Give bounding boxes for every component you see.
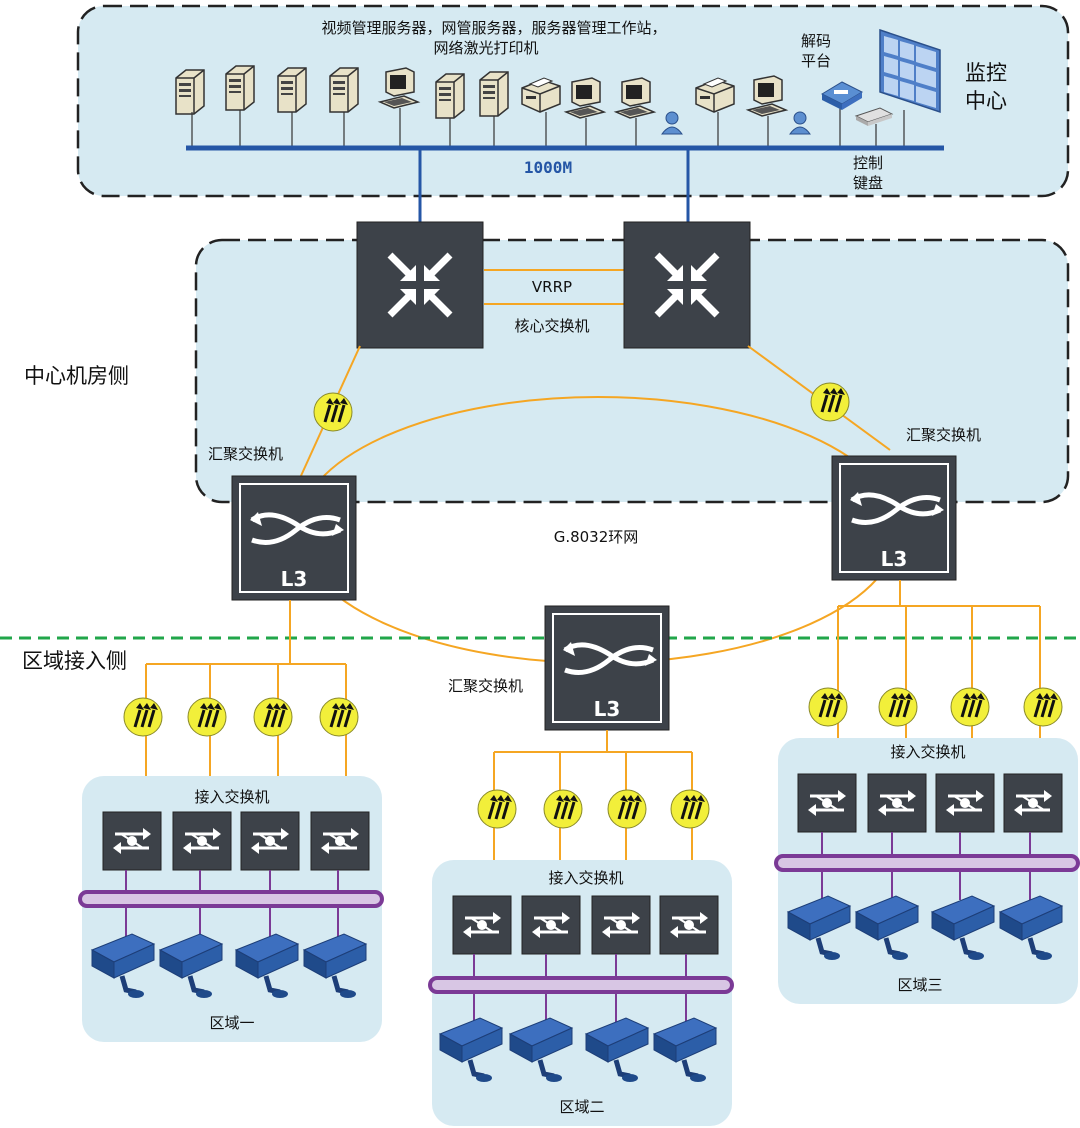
zone-2-camera-bus xyxy=(428,976,734,994)
workstation-icon xyxy=(747,75,787,117)
keyboard-label-line1: 控制 xyxy=(853,154,883,172)
access-switch-icon xyxy=(239,810,301,872)
zone-1-links xyxy=(145,600,347,776)
fiber-transceiver-icon xyxy=(1022,686,1064,728)
fiber-transceiver-icon xyxy=(476,788,518,830)
bus-speed-label: 1000M xyxy=(524,158,572,177)
core-switch-right xyxy=(623,221,751,349)
server-icon xyxy=(329,67,359,113)
access-switch-icon xyxy=(934,772,996,834)
access-switch-icon xyxy=(309,810,371,872)
agg-switch-middle: L3 xyxy=(544,605,670,731)
database-server-icon xyxy=(277,67,307,113)
zone-3-switch-bus-links xyxy=(821,832,1031,900)
agg-right-label: 汇聚交换机 xyxy=(906,426,981,444)
zone-1-name: 区域一 xyxy=(209,1014,254,1032)
zone-2-access-label: 接入交换机 xyxy=(548,869,623,887)
fiber-transceiver-icon xyxy=(542,788,584,830)
center-label-line2: 中心 xyxy=(965,89,1007,113)
fiber-transceiver-icon xyxy=(606,788,648,830)
decoder-platform-icon xyxy=(820,81,864,110)
servers-label-line1: 视频管理服务器，网管服务器，服务器管理工作站， xyxy=(321,19,666,37)
fiber-transceiver-icon xyxy=(949,686,991,728)
fiber-transceiver-icon xyxy=(312,391,354,433)
control-keyboard-icon xyxy=(854,107,894,126)
zone-1-access-label: 接入交换机 xyxy=(194,788,269,806)
zone-3-links xyxy=(837,580,1041,738)
access-switch-icon xyxy=(590,894,652,956)
fiber-transceiver-icon xyxy=(809,381,851,423)
agg-middle-badge: L3 xyxy=(594,697,621,721)
fiber-transceiver-icon xyxy=(669,788,711,830)
server-icon xyxy=(225,65,255,111)
core-switch-left xyxy=(356,221,484,349)
access-switch-icon xyxy=(866,772,928,834)
core-switch-label: 核心交换机 xyxy=(514,317,589,335)
vrrp-label: VRRP xyxy=(532,278,572,296)
zone-3-name: 区域三 xyxy=(897,976,942,994)
agg-switch-right: L3 xyxy=(831,455,957,581)
access-switch-icon xyxy=(520,894,582,956)
center-label-line1: 监控 xyxy=(965,61,1007,85)
server-icon xyxy=(175,69,205,115)
decoder-label-line1: 解码 xyxy=(801,32,831,50)
zone-3-fibers xyxy=(807,686,1064,728)
zone-1-switch-bus-links xyxy=(125,870,339,940)
fiber-transceiver-icon xyxy=(252,696,294,738)
room-side-label: 中心机房侧 xyxy=(24,364,129,388)
ring-label: G.8032环网 xyxy=(554,528,639,546)
agg-switch-left: L3 xyxy=(231,475,357,601)
zone-1-fibers xyxy=(122,696,360,738)
zone-2-switch-bus-links xyxy=(473,954,687,1024)
keyboard-label-line2: 键盘 xyxy=(853,174,883,192)
access-switch-icon xyxy=(1002,772,1064,834)
workstation-icon xyxy=(565,77,605,119)
zone-3-camera-bus xyxy=(774,854,1080,872)
access-switch-icon xyxy=(796,772,858,834)
decoder-label-line2: 平台 xyxy=(801,52,831,70)
access-switch-icon xyxy=(451,894,513,956)
access-switch-icon xyxy=(171,810,233,872)
servers-label-line2: 网络激光打印机 xyxy=(433,39,538,57)
access-side-label: 区域接入侧 xyxy=(22,649,127,673)
workstation-icon xyxy=(379,67,419,109)
zone-2-fibers xyxy=(476,788,711,830)
device-drop-lines xyxy=(191,108,905,146)
access-switch-icon xyxy=(101,810,163,872)
fiber-transceiver-icon xyxy=(186,696,228,738)
agg-left-label: 汇聚交换机 xyxy=(208,445,283,463)
fiber-transceiver-icon xyxy=(877,686,919,728)
video-wall-icon xyxy=(879,28,941,114)
agg-left-badge: L3 xyxy=(281,567,308,591)
workstation-icon xyxy=(615,77,655,119)
fiber-transceiver-icon xyxy=(122,696,164,738)
zone-3-access-label: 接入交换机 xyxy=(890,743,965,761)
access-switch-icon xyxy=(658,894,720,956)
fiber-transceiver-icon xyxy=(807,686,849,728)
agg-middle-label: 汇聚交换机 xyxy=(448,677,523,695)
zone-2-name: 区域二 xyxy=(559,1098,604,1116)
agg-right-badge: L3 xyxy=(881,547,908,571)
fiber-transceiver-icon xyxy=(318,696,360,738)
server-icon xyxy=(435,73,465,119)
zone-2-links xyxy=(493,730,693,860)
zone-1-camera-bus xyxy=(78,890,384,908)
server-icon xyxy=(479,71,509,117)
